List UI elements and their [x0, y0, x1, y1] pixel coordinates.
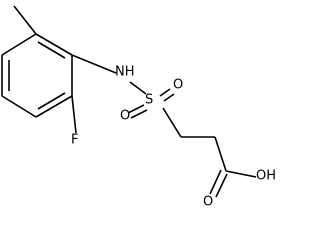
ring-bond: [35, 33, 73, 56]
aryl-nh-bond: [71, 54, 117, 74]
ring-bond: [35, 95, 73, 118]
o-left-label: O: [120, 109, 130, 124]
nh-s-bond: [129, 81, 147, 95]
s-ch2-bond: [162, 107, 182, 138]
structure-canvas: NH S O O F OH O: [1, 5, 276, 210]
oh-label: OH: [256, 169, 276, 184]
nh-label: NH: [115, 65, 135, 80]
o-carbonyl-label: O: [203, 195, 213, 210]
f-label: F: [71, 133, 78, 148]
ring-bond: [1, 95, 37, 118]
ring-double-bond: [37, 41, 66, 59]
benzene-ring: [1, 33, 73, 118]
s-label: S: [145, 93, 153, 108]
o-top-label: O: [173, 78, 183, 93]
ring-bond: [1, 33, 37, 56]
s-o-double-bond: [130, 109, 148, 119]
molecule-drawing: NH S O O F OH O: [1, 5, 276, 210]
ch2-cooh-bond: [214, 136, 227, 172]
aryl-f-bond: [71, 95, 77, 134]
s-o-double-bond: [159, 88, 171, 97]
methyl-bond: [13, 5, 37, 35]
s-o-double-bond: [127, 104, 145, 114]
c-o-double-bond: [215, 173, 228, 198]
s-o-double-bond: [163, 93, 175, 102]
c-oh-bond: [225, 170, 257, 178]
ring-double-bond: [37, 92, 66, 110]
c-o-double-bond: [209, 169, 222, 195]
